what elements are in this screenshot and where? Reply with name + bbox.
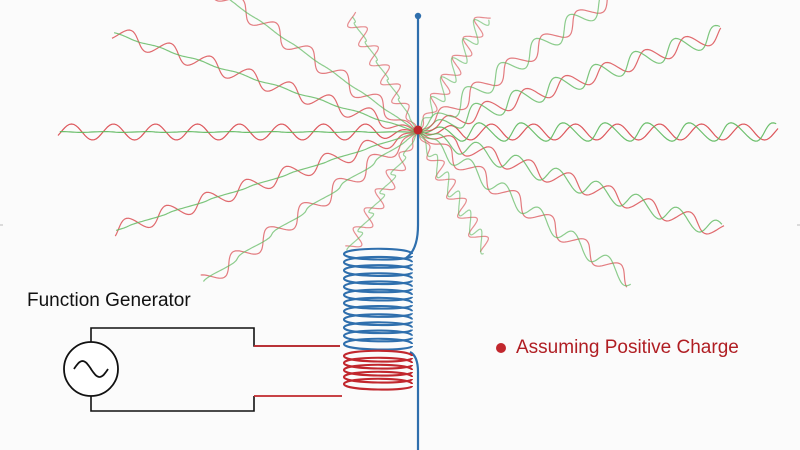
primary-coil-turn bbox=[342, 363, 414, 377]
antenna-coil-turn bbox=[342, 255, 414, 269]
primary-coil-turn bbox=[342, 349, 414, 363]
primary-coil-turn bbox=[342, 377, 414, 391]
electric-field-wave-8 bbox=[417, 0, 608, 133]
antenna-lead-curve bbox=[409, 351, 420, 373]
primary-coil bbox=[342, 349, 414, 391]
primary-coil-turn bbox=[342, 370, 414, 384]
antenna-coil-turn bbox=[342, 329, 414, 343]
antenna-coil-turn bbox=[342, 305, 414, 318]
magnetic-field-wave-8 bbox=[417, 0, 600, 133]
electric-field-wave-12 bbox=[417, 16, 491, 133]
antenna-coil-turn bbox=[342, 321, 414, 335]
electric-field-wave-1 bbox=[417, 123, 779, 141]
magnetic-field-wave-1 bbox=[417, 122, 777, 142]
electric-field-wave-11 bbox=[345, 131, 419, 248]
electric-field-wave-4 bbox=[417, 27, 722, 133]
magnetic-field-wave-10 bbox=[351, 16, 419, 133]
magnetic-field-wave-4 bbox=[417, 24, 721, 133]
magnetic-field-wave-9 bbox=[417, 131, 631, 287]
magnetic-field-wave-0 bbox=[59, 131, 418, 133]
antenna-coil-turn bbox=[342, 296, 414, 310]
magnetic-field-wave-13 bbox=[417, 131, 484, 255]
antenna-rod-upper bbox=[405, 16, 420, 259]
magnetic-field-wave-7 bbox=[202, 131, 419, 282]
antenna-coil bbox=[342, 247, 414, 351]
antenna-coil-turn bbox=[342, 280, 414, 294]
antenna-coil-turn bbox=[342, 288, 414, 302]
charge-note: Assuming Positive Charge bbox=[516, 337, 739, 358]
antenna-coil-turn bbox=[342, 337, 414, 351]
electric-field-wave-3 bbox=[114, 131, 419, 237]
antenna-coil-turn bbox=[342, 247, 414, 261]
magnetic-field-wave-3 bbox=[115, 131, 419, 231]
charge-legend: Assuming Positive Charge bbox=[496, 337, 739, 359]
electric-field-wave-6 bbox=[214, 0, 419, 133]
magnetic-field-wave-2 bbox=[113, 32, 419, 133]
function-generator-label: Function Generator bbox=[27, 290, 191, 311]
antenna-coil-turn bbox=[342, 272, 414, 286]
radiated-waves bbox=[57, 0, 779, 288]
circuit-wire-top bbox=[90, 327, 340, 347]
electric-field-wave-9 bbox=[417, 131, 628, 288]
antenna-coil-turn bbox=[342, 264, 414, 277]
positive-charge-dot-icon bbox=[413, 125, 423, 135]
primary-coil-turn bbox=[342, 356, 414, 370]
electric-field-wave-0 bbox=[57, 123, 419, 141]
positive-charge-icon bbox=[496, 343, 506, 353]
electric-field-wave-5 bbox=[417, 131, 725, 235]
antenna-tip bbox=[414, 12, 422, 20]
function-generator-circuit bbox=[63, 327, 342, 412]
magnetic-field-wave-11 bbox=[346, 131, 419, 252]
antenna-coil-turn bbox=[342, 313, 414, 327]
magnetic-field-wave-6 bbox=[229, 0, 419, 133]
antenna bbox=[405, 12, 422, 450]
electric-field-wave-2 bbox=[111, 29, 419, 133]
magnetic-field-wave-5 bbox=[417, 131, 723, 233]
sine-wave-icon bbox=[73, 360, 109, 378]
circuit-wire-bottom bbox=[90, 396, 255, 412]
magnetic-field-wave-12 bbox=[417, 19, 490, 133]
